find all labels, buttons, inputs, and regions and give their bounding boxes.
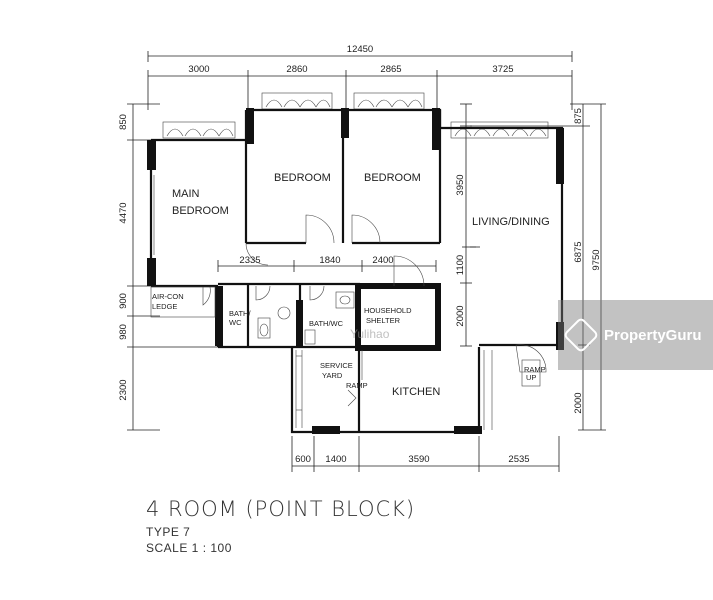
shelter-label-2: SHELTER [366, 316, 401, 325]
walls [147, 108, 564, 434]
top-dimensions: 12450 3000 2860 2865 3725 [147, 44, 573, 110]
main-bedroom-label-2: BEDROOM [172, 205, 229, 217]
dim-mid-2: 1840 [319, 255, 340, 266]
dim-top-3: 2865 [380, 64, 401, 75]
title-block: 4 ROOM (POINT BLOCK) TYPE 7 SCALE 1 : 10… [146, 497, 415, 555]
bath-1-label-2: WC [229, 318, 242, 327]
dim-overall-width: 12450 [347, 44, 373, 55]
ramp-label-2: RAMP [524, 365, 546, 374]
dim-right-lower: 2000 [573, 392, 584, 413]
bedroom-2-label: BEDROOM [364, 172, 421, 184]
bath-1-label-1: BATH/ [229, 309, 251, 318]
room-labels: MAIN BEDROOM BEDROOM BEDROOM LIVING/DINI… [152, 172, 550, 398]
propertyguru-watermark: PropertyGuru [558, 300, 713, 370]
bath-2-label: BATH/WC [309, 319, 344, 328]
dim-left-1: 850 [118, 114, 129, 130]
plan-title: 4 ROOM (POINT BLOCK) [146, 497, 416, 521]
dim-mid-1: 2335 [239, 255, 260, 266]
ramp-label-3: UP [526, 373, 536, 382]
dim-bottom-4: 2535 [508, 454, 529, 465]
air-con-label-2: LEDGE [152, 302, 177, 311]
windows [162, 92, 549, 139]
dim-left-3: 900 [118, 293, 129, 309]
dim-right-outer-1: 6875 [573, 241, 584, 262]
faint-watermark: Yulihao [350, 327, 390, 341]
dim-mid-3: 2400 [372, 255, 393, 266]
dim-top-2: 2860 [286, 64, 307, 75]
shelter-label-1: HOUSEHOLD [364, 306, 412, 315]
dim-bottom-3: 3590 [408, 454, 429, 465]
bottom-dimensions: 600 1400 3590 2535 [291, 436, 560, 472]
bedroom-1-label: BEDROOM [274, 172, 331, 184]
dim-left-4: 980 [118, 324, 129, 340]
dim-left-2: 4470 [118, 202, 129, 223]
dim-top-1: 3000 [188, 64, 209, 75]
dim-bottom-2: 1400 [325, 454, 346, 465]
dim-right-1: 875 [573, 108, 584, 124]
dim-right-4: 2000 [455, 305, 466, 326]
main-bedroom-label-1: MAIN [172, 188, 200, 200]
dim-right-2: 3950 [455, 174, 466, 195]
dim-right-outer-2: 9750 [591, 249, 602, 270]
propertyguru-logo-icon [562, 316, 600, 354]
service-yard-label-1: SERVICE [320, 361, 353, 370]
dim-left-5: 2300 [118, 379, 129, 400]
plan-type: TYPE 7 [146, 525, 191, 539]
living-dining-label: LIVING/DINING [472, 216, 550, 228]
air-con-label-1: AIR-CON [152, 292, 184, 301]
kitchen-label: KITCHEN [392, 386, 440, 398]
dim-right-3: 1100 [455, 255, 466, 275]
middle-dimensions: 2335 1840 2400 [217, 255, 437, 272]
service-yard-label-2: YARD [322, 371, 343, 380]
ramp-label-1: RAMP [346, 381, 368, 390]
dim-top-4: 3725 [492, 64, 513, 75]
dim-bottom-1: 600 [295, 454, 311, 465]
watermark-brand: PropertyGuru [604, 326, 702, 344]
right-dimensions: 875 3950 1100 2000 6875 9750 2000 [455, 103, 606, 431]
plan-scale: SCALE 1 : 100 [146, 541, 232, 555]
left-dimensions: 850 4470 900 980 2300 [118, 103, 220, 431]
